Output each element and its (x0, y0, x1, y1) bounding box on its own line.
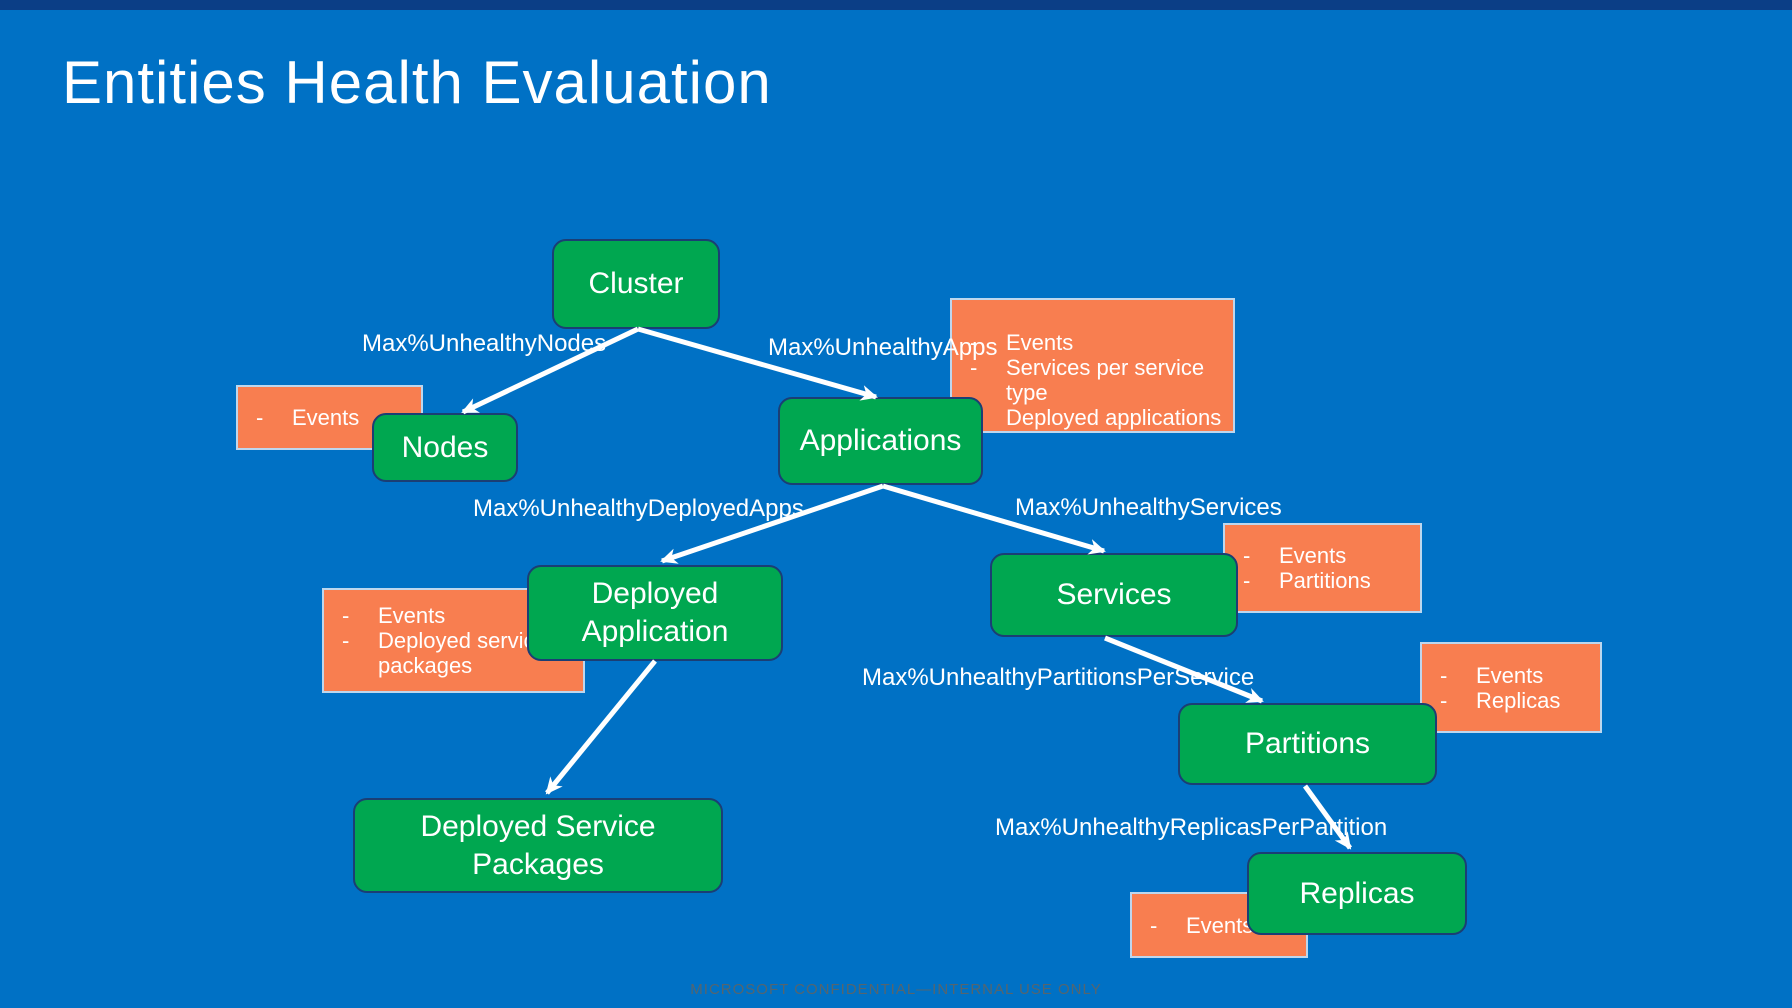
note-item: - Deployed applications (970, 405, 1223, 430)
note-item-label: Deployed applications (1006, 405, 1222, 430)
note-item: - Partitions (1243, 568, 1410, 593)
note-item: - Services per service type (970, 355, 1223, 405)
note-applications: - Events - Services per service type - D… (950, 298, 1235, 433)
bullet-dash: - (256, 405, 264, 430)
note-item: - Events (1243, 543, 1410, 568)
note-item: - Events (342, 603, 573, 628)
entity-label: Partitions (1244, 727, 1371, 760)
entity-label: Applications (799, 424, 962, 457)
note-item-label: Events (378, 603, 446, 628)
bullet-dash: - (342, 603, 350, 628)
note-item: - Events (970, 330, 1223, 355)
entity-cluster: Cluster (552, 239, 720, 329)
note-item-label: Services per service type (1006, 355, 1205, 405)
note-item-label: Deployed service packages (378, 628, 547, 678)
note-item-label: Events (1006, 330, 1074, 355)
entity-label: Nodes (401, 430, 489, 464)
entity-label: Services (1056, 578, 1172, 611)
note-partitions: - Events - Replicas (1420, 642, 1602, 733)
edge-label-max-unhealthy-partitions-per-service: Max%UnhealthyPartitionsPerService (862, 664, 1255, 691)
entity-label: Deployed Service Packages (420, 809, 656, 881)
note-item-label: Partitions (1279, 568, 1371, 593)
note-item-label: Events (1476, 662, 1544, 688)
bullet-dash: - (1440, 687, 1448, 713)
note-item: - Deployed service packages (342, 628, 573, 678)
note-item: - Events (256, 405, 411, 430)
edge-label-max-unhealthy-apps: Max%UnhealthyApps (768, 334, 998, 361)
entity-services: Services (990, 553, 1238, 637)
edge-label-max-unhealthy-deployed-apps: Max%UnhealthyDeployedApps (473, 495, 804, 522)
note-services: - Events - Partitions (1223, 523, 1422, 613)
note-item-label: Events (1186, 912, 1254, 938)
edge-label-max-unhealthy-services: Max%UnhealthyServices (1015, 494, 1282, 521)
entity-applications: Applications (778, 397, 983, 485)
entity-nodes: Nodes (372, 413, 518, 482)
confidentiality-footer: MICROSOFT CONFIDENTIAL—INTERNAL USE ONLY (690, 981, 1102, 998)
bullet-dash: - (1243, 568, 1251, 593)
entity-replicas: Replicas (1247, 852, 1467, 935)
bullet-dash: - (970, 330, 978, 355)
note-item: - Replicas (1440, 688, 1590, 713)
entity-label: Replicas (1299, 876, 1415, 910)
bullet-dash: - (1150, 912, 1158, 938)
note-item-label: Replicas (1476, 687, 1561, 713)
bullet-dash: - (1243, 543, 1251, 568)
bullet-dash: - (970, 355, 978, 380)
bullet-dash: - (1440, 662, 1448, 688)
bullet-dash: - (342, 628, 350, 653)
page-title: Entities Health Evaluation (62, 49, 772, 116)
entity-deployed-service-packages: Deployed Service Packages (353, 798, 723, 893)
entity-partitions: Partitions (1178, 703, 1437, 785)
note-item: - Events (1150, 913, 1296, 938)
note-item-label: Events (1279, 543, 1347, 568)
entity-label: Deployed Application (581, 577, 729, 648)
entity-deployed-application: Deployed Application (527, 565, 783, 661)
top-accent-bar (0, 0, 1792, 10)
edge-label-max-unhealthy-replicas-per-partition: Max%UnhealthyReplicasPerPartition (995, 814, 1388, 841)
note-item-label: Events (292, 405, 360, 430)
edge-label-max-unhealthy-nodes: Max%UnhealthyNodes (362, 330, 607, 357)
entity-label: Cluster (588, 267, 684, 300)
note-item: - Events (1440, 663, 1590, 688)
